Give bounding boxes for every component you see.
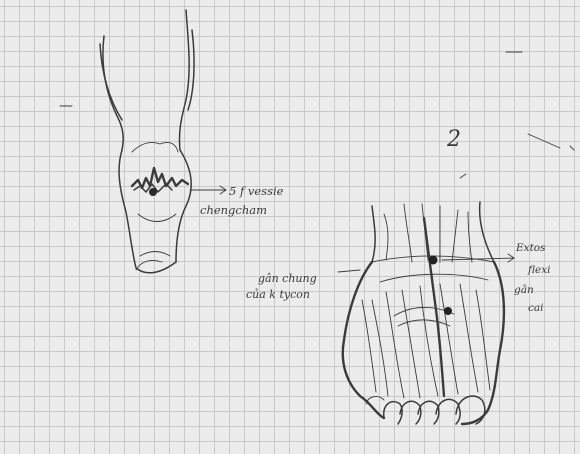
sketch-2-right-label-line-4: cai [528, 302, 544, 314]
sketch-2-number: 2 [446, 127, 461, 152]
stray-mark [528, 134, 560, 148]
sketch-2-foot-drawing [338, 202, 514, 424]
stray-mark [570, 146, 574, 150]
sketch-1-label-line-2: chengcham [200, 203, 267, 217]
stray-mark [460, 174, 466, 178]
sketch-2-left-label-line-2: của k tycon [246, 288, 310, 301]
sketch-2-right-label-line-3: gân [514, 284, 534, 296]
sketch-2-left-label-line-1: gân chung [258, 272, 317, 285]
sketch-1-label-line-1: 5 f vessie [229, 184, 284, 198]
sketch-2-right-label-line-2: flexi [527, 264, 551, 276]
sketch-2-right-label-line-1: Extos [515, 242, 546, 254]
sketch-1-leg-drawing [100, 10, 226, 273]
